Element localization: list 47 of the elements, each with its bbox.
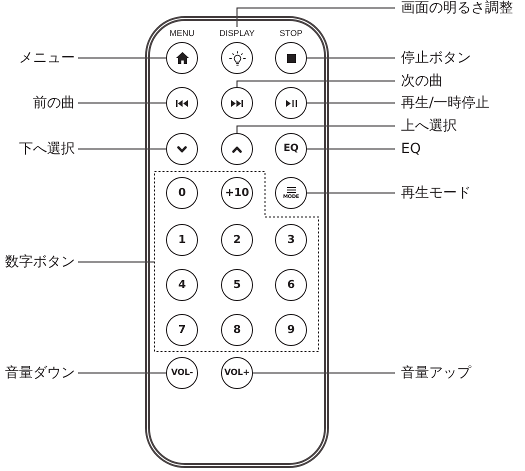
- leader-line: [306, 102, 396, 104]
- callout-label: 停止ボタン: [395, 49, 471, 67]
- leader-line: [252, 372, 396, 374]
- remote-control-body: [145, 16, 329, 468]
- remote-button: EQ: [275, 133, 307, 165]
- callout-label: 音量アップ: [395, 364, 471, 382]
- callout-label: 前の曲: [33, 94, 78, 112]
- callout-label: 下へ選択: [19, 140, 78, 158]
- remote-button: 8: [221, 314, 253, 346]
- remote-button: 7: [166, 314, 198, 346]
- remote-button: [275, 87, 307, 119]
- remote-button: VOL+: [221, 357, 253, 389]
- remote-button: +10: [221, 177, 253, 209]
- remote-button: VOL-: [166, 357, 198, 389]
- key-label: DISPLAY: [219, 27, 255, 39]
- leader-line: [236, 126, 396, 134]
- leader-line: [306, 148, 396, 150]
- callout-label: 数字ボタン: [5, 253, 78, 271]
- callout-label: 上へ選択: [395, 117, 457, 135]
- remote-button: 0: [166, 177, 198, 209]
- key-label: MENU: [169, 27, 195, 39]
- leader-line: [78, 148, 166, 150]
- callout-label: 再生モード: [395, 184, 471, 202]
- callout-label: 音量ダウン: [5, 364, 78, 382]
- leader-line: [236, 8, 396, 28]
- callout-label: 再生/一時停止: [395, 94, 490, 112]
- leader-line: [78, 102, 166, 104]
- remote-button: [275, 177, 307, 209]
- remote-button: [166, 87, 198, 119]
- remote-button: [166, 133, 198, 165]
- remote-button: [221, 87, 253, 119]
- remote-button: 9: [275, 314, 307, 346]
- remote-button: 5: [221, 269, 253, 301]
- leader-line: [236, 80, 396, 88]
- remote-button: 4: [166, 269, 198, 301]
- leader-line: [78, 372, 166, 374]
- key-label: STOP: [280, 27, 302, 39]
- remote-button: 3: [275, 224, 307, 256]
- callout-label: 次の曲: [395, 72, 443, 90]
- remote-button: 6: [275, 269, 307, 301]
- callout-label: メニュー: [19, 49, 78, 67]
- callout-label: 画面の明るさ調整: [395, 0, 513, 17]
- leader-line: [306, 192, 396, 194]
- remote-button: 2: [221, 224, 253, 256]
- remote-button: 1: [166, 224, 198, 256]
- remote-button: [221, 133, 253, 165]
- callout-label: EQ: [395, 140, 421, 158]
